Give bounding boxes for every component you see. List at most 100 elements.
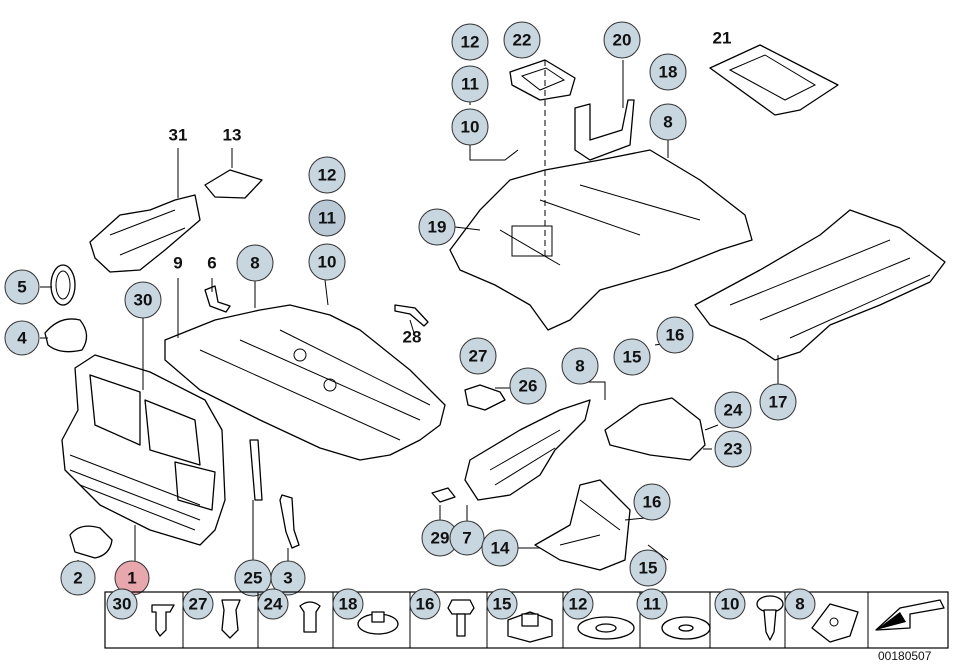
- callout-label-14: 14: [491, 539, 510, 558]
- callout-label-25: 25: [244, 569, 263, 588]
- clip-part-28: [394, 304, 429, 327]
- callout-label-20: 20: [613, 31, 632, 50]
- cover-part-22: [509, 59, 576, 101]
- legend-item-18: 18: [332, 588, 399, 635]
- callout-4: 4: [4, 320, 40, 356]
- legend-label-10: 10: [721, 595, 740, 614]
- callout-29: 29: [421, 519, 459, 557]
- callout-3: 3: [270, 560, 306, 596]
- callout-label-8-mid: 8: [575, 357, 584, 376]
- callout-label-11-top: 11: [461, 75, 479, 94]
- legend-item-15: 15: [486, 588, 553, 643]
- callout-label-10-left: 10: [318, 253, 337, 272]
- callout-12-left: 12: [308, 156, 346, 194]
- bracket-part-6: [204, 285, 231, 313]
- callout-8-top: 8: [649, 103, 687, 141]
- callout-11-left: 11: [308, 199, 346, 237]
- callout-label-15-mid: 15: [623, 348, 642, 367]
- legend-item-8: 8: [784, 588, 859, 643]
- legend-item-30: 30: [106, 588, 175, 637]
- callout-label-8-top: 8: [663, 113, 672, 132]
- callout-23: 23: [714, 430, 752, 468]
- cover-part-2: [69, 525, 113, 559]
- callout-10-top: 10: [451, 108, 489, 146]
- seal-part-3: [279, 494, 300, 549]
- callout-20: 20: [603, 21, 641, 59]
- bracket-part-26: [464, 384, 506, 411]
- legend-item-10: 10: [714, 588, 784, 641]
- callout-18: 18: [649, 53, 687, 91]
- callout-11-top: 11: [451, 65, 489, 103]
- callout-label-5: 5: [17, 278, 26, 297]
- callout-10-left: 10: [308, 243, 346, 281]
- callout-label-29: 29: [431, 529, 450, 548]
- legend-item-12: 12: [562, 588, 635, 640]
- callout-label-6: 6: [207, 254, 216, 273]
- callout-label-2: 2: [73, 569, 82, 588]
- callout-label-16-mid: 16: [666, 326, 685, 345]
- callout-17: 17: [759, 383, 797, 421]
- callout-8-left: 8: [236, 244, 274, 282]
- callout-label-17: 17: [769, 393, 788, 412]
- legend-item-24: 24: [257, 588, 321, 633]
- fastener-legend: 30 27 24 18 16 15 12 11 10 8: [104, 588, 949, 649]
- air-channel-part-21: [709, 44, 839, 116]
- legend-item-11: 11: [636, 588, 711, 640]
- callout-label-30: 30: [134, 291, 153, 310]
- callout-8-mid: 8: [561, 347, 599, 385]
- trim-part-14: [534, 479, 631, 571]
- bracket-part-20: [574, 99, 635, 161]
- legend-label-8: 8: [795, 595, 804, 614]
- legend-label-18: 18: [339, 595, 358, 614]
- callout-16-low: 16: [633, 483, 671, 521]
- callout-label-16-low: 16: [643, 493, 662, 512]
- front-panel-part: [61, 354, 226, 546]
- callout-5: 5: [4, 269, 40, 305]
- callout-label-4: 4: [17, 329, 27, 348]
- legend-label-11: 11: [643, 595, 661, 614]
- legend-item-27: 27: [182, 588, 241, 639]
- cover-part-4: [44, 318, 88, 353]
- callout-label-13: 13: [223, 126, 242, 145]
- callout-28: 28: [403, 328, 422, 347]
- callout-27: 27: [459, 337, 497, 375]
- callout-label-15-low: 15: [639, 559, 658, 578]
- callout-label-18: 18: [659, 63, 678, 82]
- callout-7: 7: [449, 520, 485, 556]
- callout-6: 6: [207, 254, 216, 273]
- callout-label-28: 28: [403, 328, 422, 347]
- callout-label-23: 23: [724, 440, 743, 459]
- legend-label-30: 30: [113, 595, 132, 614]
- air-duct-part-31: [89, 194, 201, 273]
- callout-label-12-top: 12: [461, 33, 480, 52]
- callout-15-low: 15: [629, 549, 667, 587]
- callout-31: 31: [169, 126, 188, 145]
- callout-label-21: 21: [713, 29, 732, 48]
- callout-label-10-top: 10: [461, 118, 480, 137]
- ring-part-5: [50, 264, 76, 306]
- callout-label-19: 19: [428, 218, 447, 237]
- callout-label-31: 31: [169, 126, 188, 145]
- clip-part-29: [431, 487, 456, 503]
- callout-2: 2: [60, 560, 96, 596]
- callout-label-1: 1: [127, 569, 136, 588]
- legend-item-16: 16: [409, 588, 475, 637]
- callout-label-26: 26: [519, 377, 538, 396]
- legend-label-24: 24: [264, 595, 283, 614]
- callout-label-12-left: 12: [318, 166, 337, 185]
- callout-24: 24: [714, 391, 752, 429]
- trim-part-7: [464, 399, 591, 501]
- callout-22: 22: [503, 21, 541, 59]
- callout-14: 14: [481, 529, 519, 567]
- bracket-part-23: [604, 397, 706, 461]
- callout-30: 30: [124, 281, 162, 319]
- callout-label-22: 22: [513, 31, 532, 50]
- callout-12-top: 12: [451, 23, 489, 61]
- callout-label-3: 3: [283, 569, 292, 588]
- callout-label-24: 24: [724, 401, 743, 420]
- legend-label-12: 12: [569, 595, 588, 614]
- legend-label-27: 27: [189, 595, 208, 614]
- legend-label-16: 16: [416, 595, 435, 614]
- callout-label-9: 9: [173, 254, 182, 273]
- document-number: 00180507: [878, 649, 932, 663]
